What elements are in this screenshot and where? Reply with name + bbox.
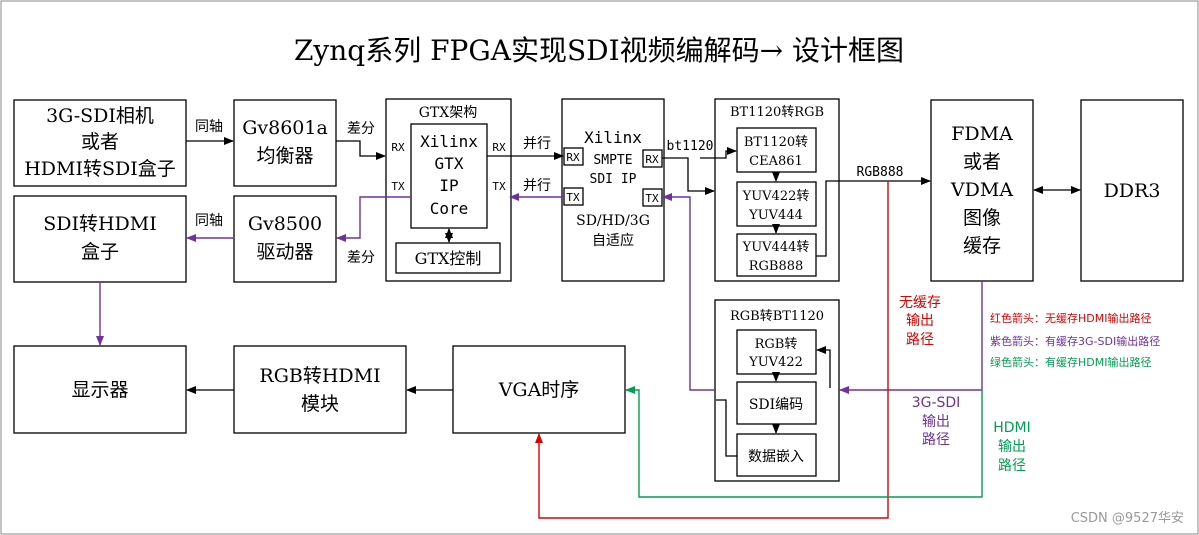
hdmi-path-line-2: 输出 [998, 439, 1026, 455]
rgb-to-bt1120-block: RGB转BT1120 RGB转 YUV422 SDI编码 数据嵌入 [714, 299, 840, 482]
fdma-line-1: FDMA [951, 123, 1013, 145]
yuv422-444-line-2: YUV444 [748, 208, 803, 223]
smpte-tx-left: TX [566, 191, 580, 204]
gtx-core-line-2: GTX [435, 154, 464, 173]
gtx-core-line-3: IP [439, 176, 458, 195]
rgb-to-hdmi-block: RGB转HDMI 模块 [233, 345, 407, 434]
green-arrows [625, 386, 983, 498]
rgb-yuv-line-1: RGB转 [755, 337, 798, 352]
gv8601a-line-1: Gv8601a [242, 117, 328, 139]
watermark: CSDN @9527华安 [1071, 511, 1184, 526]
cea861-line-1: BT1120转 [744, 135, 808, 150]
fdma-line-2: 或者 [963, 151, 1001, 173]
legend-purple: 紫色箭头：有缓存3G-SDI输出路径 [990, 334, 1160, 348]
no-cache-path-line-3: 路径 [906, 332, 934, 348]
parallel-label-1: 并行 [523, 136, 551, 152]
rgb-hdmi-line-2: 模块 [301, 393, 339, 415]
gtx-core-line-4: Core [430, 199, 469, 218]
fdma-line-3: VDMA [950, 179, 1013, 201]
camera-block: 3G-SDI相机 或者 HDMI转SDI盒子 [13, 99, 187, 187]
hdmi-path-label: HDMI 输出 路径 [993, 420, 1031, 474]
cea861-line-2: CEA861 [749, 154, 803, 169]
gtx-core-line-1: Xilinx [420, 132, 478, 151]
hdmi-path-line-1: HDMI [993, 420, 1031, 436]
vga-timing-block: VGA时序 [452, 345, 626, 434]
gv8500-block: Gv8500 驱动器 [233, 195, 337, 283]
bt1120-label: bt1120 [667, 139, 714, 154]
legend-green: 绿色箭头：有缓存HDMI输出路径 [990, 355, 1151, 369]
diff-label-2: 差分 [347, 250, 375, 266]
sdi-path-label: 3G-SDI 输出 路径 [912, 395, 961, 448]
yuv444-rgb-line-1: YUV444转 [742, 240, 810, 255]
gtx-architecture-block: GTX架构 Xilinx GTX IP Core GTX控制 RX TX RX … [385, 98, 512, 282]
gv8601a-line-2: 均衡器 [256, 145, 313, 167]
camera-line-3: HDMI转SDI盒子 [24, 158, 176, 180]
gv8601a-block: Gv8601a 均衡器 [233, 99, 337, 187]
smpte-line-1: Xilinx [584, 128, 642, 147]
smpte-line-2: SMPTE [593, 153, 632, 168]
red-arrows [535, 181, 889, 519]
gtx-tx-left: TX [391, 180, 405, 193]
gv8500-line-2: 驱动器 [256, 241, 313, 263]
no-cache-path-label: 无缓存 输出 路径 [899, 295, 941, 348]
smpte-tx-right: TX [645, 192, 659, 205]
fdma-line-4: 图像 [963, 207, 1001, 229]
bt1120-rgb-title: BT1120转RGB [730, 105, 824, 120]
rgb-yuv-line-2: YUV422 [748, 355, 803, 370]
camera-line-1: 3G-SDI相机 [46, 105, 154, 127]
sdi-path-line-1: 3G-SDI [912, 395, 961, 411]
gtx-control-label: GTX控制 [415, 249, 482, 268]
arrow-legend: 红色箭头：无缓存HDMI输出路径 紫色箭头：有缓存3G-SDI输出路径 绿色箭头… [990, 311, 1160, 369]
fdma-vdma-block: FDMA 或者 VDMA 图像 缓存 [930, 99, 1034, 282]
smpte-line-3: SDI IP [590, 172, 637, 187]
smpte-rx-right: RX [645, 153, 659, 166]
diagram-title: Zynq系列 FPGA实现SDI视频编解码→ 设计框图 [294, 34, 904, 67]
rgb-bt1120-title: RGB转BT1120 [730, 309, 824, 324]
gtx-rx-right: RX [492, 141, 506, 154]
sdi-path-line-3: 路径 [922, 432, 950, 448]
bt1120-to-rgb-block: BT1120转RGB BT1120转 CEA861 YUV422转 YUV444… [714, 98, 840, 282]
sdi-hdmi-box-line-2: 盒子 [81, 241, 119, 263]
yuv444-rgb-line-2: RGB888 [749, 259, 804, 274]
diff-label-1: 差分 [347, 121, 375, 137]
ddr3-label: DDR3 [1104, 180, 1161, 202]
sync-label-2: 同轴 [195, 213, 223, 229]
sdi-path-line-2: 输出 [922, 414, 950, 430]
smpte-mode-line-1: SD/HD/3G [576, 213, 650, 229]
parallel-label-2: 并行 [523, 178, 551, 194]
sdi-encode-label: SDI编码 [749, 397, 803, 413]
no-cache-path-line-2: 输出 [906, 313, 934, 329]
fdma-line-5: 缓存 [963, 235, 1001, 257]
legend-red: 红色箭头：无缓存HDMI输出路径 [990, 311, 1151, 325]
no-cache-path-line-1: 无缓存 [899, 295, 941, 311]
display-block: 显示器 [13, 345, 187, 434]
yuv422-444-line-1: YUV422转 [742, 189, 810, 204]
rgb-hdmi-line-1: RGB转HDMI [259, 365, 380, 387]
gtx-rx-left: RX [391, 141, 405, 154]
smpte-sdi-block: Xilinx SMPTE SDI IP SD/HD/3G 自适应 RX TX R… [561, 98, 665, 282]
rgb888-label: RGB888 [857, 165, 904, 180]
sync-label-1: 同轴 [195, 119, 223, 135]
sdi-hdmi-box-block: SDI转HDMI 盒子 [13, 195, 187, 283]
camera-line-2: 或者 [81, 131, 119, 153]
display-label: 显示器 [71, 379, 128, 401]
gv8500-line-1: Gv8500 [248, 213, 322, 235]
black-arrows [186, 137, 1081, 457]
data-embed-label: 数据嵌入 [748, 449, 804, 465]
gtx-tx-right: TX [492, 180, 506, 193]
sdi-hdmi-box-line-1: SDI转HDMI [43, 213, 157, 235]
hdmi-path-line-3: 路径 [998, 458, 1026, 474]
gtx-title: GTX架构 [419, 105, 478, 121]
smpte-mode-line-2: 自适应 [592, 232, 634, 249]
ddr3-block: DDR3 [1080, 99, 1184, 282]
vga-timing-label: VGA时序 [498, 379, 580, 401]
smpte-rx-left: RX [566, 151, 580, 164]
